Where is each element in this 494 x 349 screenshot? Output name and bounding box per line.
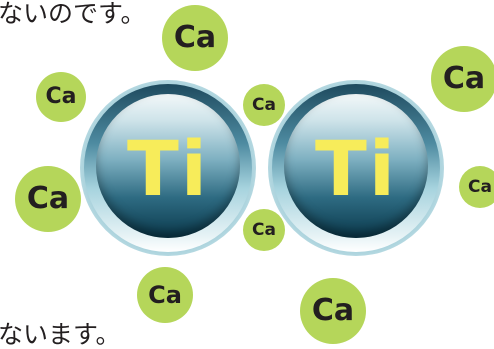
calcium-atom: Ca xyxy=(431,46,494,112)
caption-text-top: ないのです。 xyxy=(0,0,146,28)
titanium-label: Ti xyxy=(127,123,209,213)
calcium-atom: Ca xyxy=(243,209,285,251)
calcium-atom: Ca xyxy=(243,84,285,126)
calcium-atom: Ca xyxy=(15,166,81,232)
calcium-atom: Ca xyxy=(36,72,86,122)
calcium-atom: Ca xyxy=(300,278,366,344)
titanium-atom-left: Ti xyxy=(80,80,256,256)
calcium-atom: Ca xyxy=(137,267,193,323)
calcium-atom: Ca xyxy=(459,166,494,208)
calcium-atom: Ca xyxy=(162,5,228,71)
caption-text-bottom: ないます。 xyxy=(0,320,121,349)
titanium-atom-right: Ti xyxy=(268,80,444,256)
titanium-label: Ti xyxy=(315,123,397,213)
